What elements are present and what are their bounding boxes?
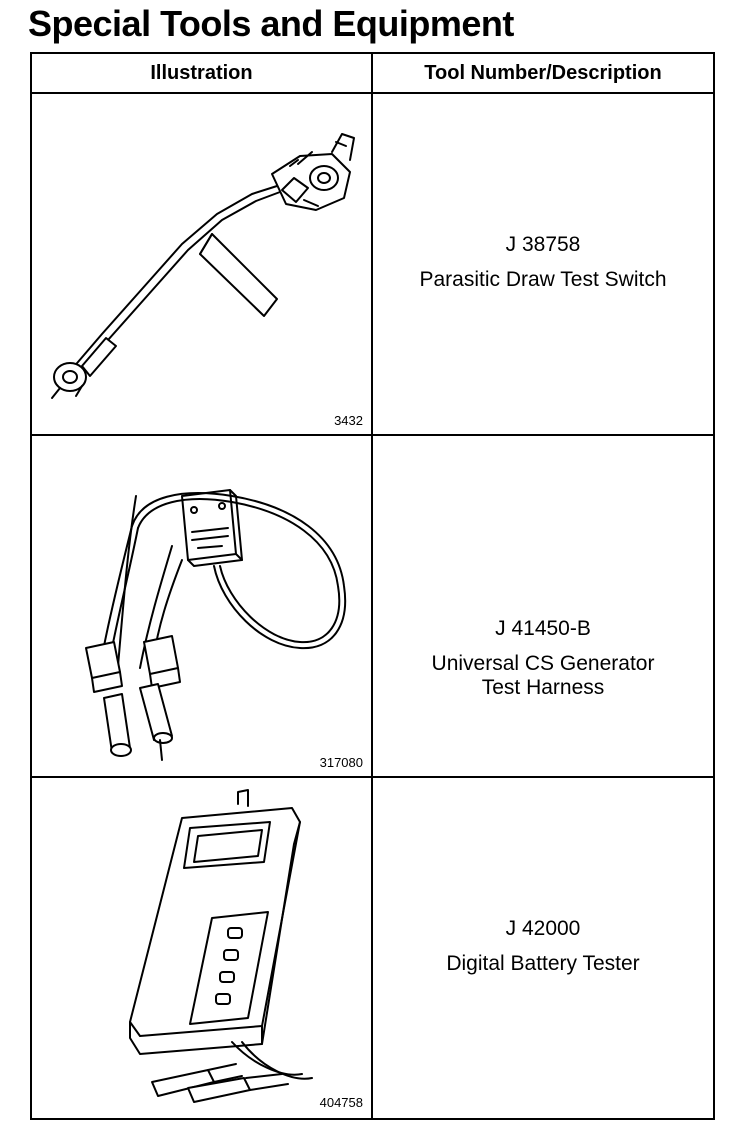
table-row: 3432 J 38758 Parasitic Draw Test Switch (32, 94, 713, 434)
illustration-cell: 3432 (32, 94, 371, 434)
table-row: 317080 J 41450-B Universal CS Generator … (32, 436, 713, 776)
tool-number: J 42000 (505, 917, 581, 940)
tool-number: J 41450-B (495, 617, 591, 640)
tool-description: Universal CS Generator Test Harness (431, 652, 655, 699)
table-header: Illustration Tool Number/Description (32, 54, 713, 94)
test-switch-illustration (51, 133, 355, 399)
header-tool-description: Tool Number/Description (424, 62, 662, 84)
illustration-cell: 404758 (32, 778, 371, 1116)
tool-description: Digital Battery Tester (446, 952, 640, 975)
battery-tester-illustration (129, 789, 313, 1103)
row-divider (32, 434, 713, 436)
figure-number: 404758 (319, 1095, 363, 1110)
tool-number: J 38758 (505, 233, 581, 256)
tools-table: Illustration Tool Number/Description (30, 52, 715, 1120)
figure-number: 3432 (334, 413, 363, 428)
column-divider (371, 54, 373, 1118)
page-title: Special Tools and Equipment (28, 3, 514, 44)
test-harness-illustration (85, 489, 347, 761)
illustration-cell: 317080 (32, 436, 371, 776)
description-cell: J 38758 Parasitic Draw Test Switch (373, 94, 713, 434)
figure-number: 317080 (319, 755, 363, 770)
description-cell: J 41450-B Universal CS Generator Test Ha… (373, 436, 713, 776)
description-cell: J 42000 Digital Battery Tester (373, 778, 713, 1116)
table-row: 404758 J 42000 Digital Battery Tester (32, 778, 713, 1116)
tool-description: Parasitic Draw Test Switch (419, 268, 667, 291)
header-illustration: Illustration (150, 62, 253, 84)
row-divider (32, 776, 713, 778)
